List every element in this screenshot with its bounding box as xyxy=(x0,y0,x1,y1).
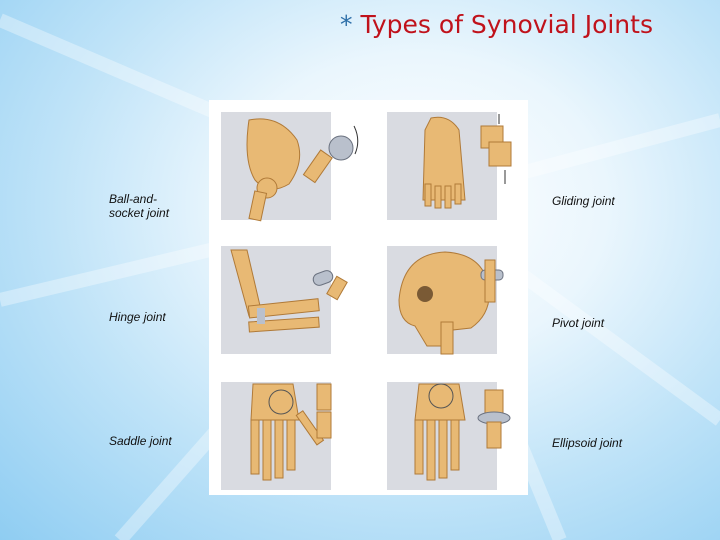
label-ball-and-socket-line1: Ball-and- xyxy=(109,192,158,206)
pivot-joint-illustration xyxy=(387,246,504,355)
title-text: Types of Synovial Joints xyxy=(360,10,653,39)
gliding-joint-illustration xyxy=(387,112,512,220)
saddle-joint-illustration xyxy=(221,382,332,490)
label-ellipsoid: Ellipsoid joint xyxy=(552,436,623,450)
ball-and-socket-illustration xyxy=(221,112,359,222)
synovial-joints-plate xyxy=(209,100,528,495)
hinge-joint-illustration xyxy=(221,246,348,354)
label-pivot: Pivot joint xyxy=(552,316,605,330)
ellipsoid-joint-illustration xyxy=(387,382,511,490)
label-gliding: Gliding joint xyxy=(552,194,615,208)
slide-title: *Types of Synovial Joints xyxy=(340,10,710,50)
label-ball-and-socket-line2: socket joint xyxy=(109,206,170,220)
label-saddle: Saddle joint xyxy=(109,434,172,448)
label-hinge: Hinge joint xyxy=(109,310,166,324)
title-bullet: * xyxy=(340,10,353,39)
label-ball-and-socket: Ball-and- socket joint xyxy=(109,192,169,220)
